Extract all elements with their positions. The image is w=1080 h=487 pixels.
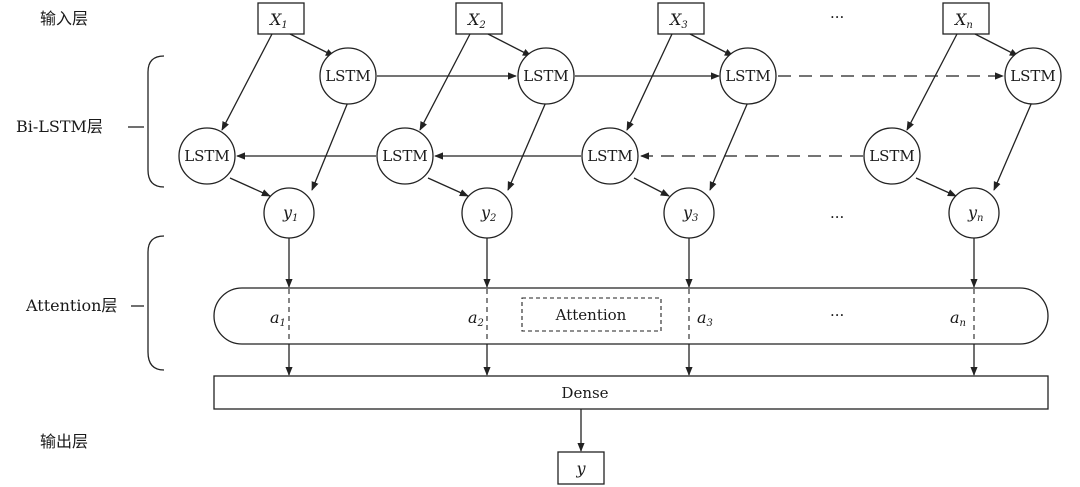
- weight-label-1: a: [270, 308, 280, 327]
- svg-text:yn: yn: [967, 203, 984, 224]
- svg-text:a2: a2: [468, 308, 484, 329]
- svg-text:Xn: Xn: [953, 10, 973, 31]
- edge-x1-forward: [289, 33, 335, 57]
- lstm-forward-2-label: LSTM: [523, 67, 569, 85]
- hidden-sub-3: 3: [692, 213, 698, 224]
- hidden-label-n: y: [967, 203, 978, 222]
- edge-x2-forward: [487, 33, 532, 57]
- input-sub-1: 1: [281, 20, 287, 31]
- lstm-forward-3: LSTM: [719, 47, 777, 105]
- svg-text:y1: y1: [282, 203, 298, 224]
- weight-label-2: a: [468, 308, 478, 327]
- layer-label-bilstm: Bi-LSTM层: [16, 117, 103, 136]
- ellipsis-hidden: ···: [830, 208, 844, 226]
- input-node-1: X1: [257, 2, 305, 35]
- lstm-backward-n-label: LSTM: [869, 147, 915, 165]
- output-label: y: [575, 459, 586, 478]
- edge-xn-backward: [906, 33, 958, 131]
- input-node-2: X2: [455, 2, 503, 35]
- edge-x1-backward: [221, 33, 273, 131]
- bilstm-brace: [147, 55, 165, 188]
- edge-x3-backward: [626, 33, 673, 131]
- attention-inner-label: Attention: [555, 306, 627, 324]
- ellipsis-input: ···: [830, 8, 844, 26]
- hidden-sub-2: 2: [489, 213, 496, 224]
- input-sub-3: 3: [681, 20, 687, 31]
- hidden-label-2: y: [480, 203, 491, 222]
- hidden-node-n: yn: [948, 187, 1000, 239]
- svg-text:an: an: [950, 308, 966, 329]
- svg-text:a1: a1: [270, 308, 286, 329]
- lstm-forward-1-label: LSTM: [325, 67, 371, 85]
- lstm-backward-2-label: LSTM: [382, 147, 428, 165]
- svg-text:X2: X2: [466, 10, 486, 31]
- output-box: [557, 451, 605, 485]
- dense-box: [213, 375, 1049, 410]
- hidden-sub-n: n: [977, 213, 983, 224]
- hidden-node-3: y3: [663, 187, 715, 239]
- svg-text:y3: y3: [682, 203, 698, 224]
- lstm-backward-1: LSTM: [178, 127, 236, 185]
- dense-label: Dense: [561, 384, 608, 402]
- weight-label-n: a: [950, 308, 960, 327]
- lstm-forward-n: LSTM: [1004, 47, 1062, 105]
- weight-sub-1: 1: [280, 318, 286, 329]
- input-node-n: Xn: [942, 2, 990, 35]
- weight-sub-n: n: [960, 318, 966, 329]
- hidden-label-3: y: [682, 203, 693, 222]
- edge-x3-forward: [689, 33, 734, 57]
- ellipsis-attention: ···: [830, 306, 844, 324]
- input-sub-2: 2: [478, 20, 485, 31]
- edge-b2-y2: [427, 177, 469, 197]
- input-label-1: X: [268, 10, 282, 29]
- edge-f2-y2: [507, 101, 547, 191]
- input-label-n: X: [953, 10, 967, 29]
- lstm-forward-2: LSTM: [517, 47, 575, 105]
- hidden-sub-1: 1: [292, 213, 298, 224]
- svg-text:X1: X1: [268, 10, 288, 31]
- edge-f1-y1: [311, 101, 349, 191]
- input-label-2: X: [466, 10, 480, 29]
- lstm-backward-n: LSTM: [863, 127, 921, 185]
- hidden-node-1: y1: [263, 187, 315, 239]
- lstm-forward-1: LSTM: [319, 47, 377, 105]
- lstm-forward-3-label: LSTM: [725, 67, 771, 85]
- hidden-label-1: y: [282, 203, 293, 222]
- lstm-backward-3-label: LSTM: [587, 147, 633, 165]
- weight-sub-2: 2: [477, 318, 484, 329]
- weight-label-3: a: [697, 308, 707, 327]
- hidden-node-2: y2: [461, 187, 513, 239]
- edge-f3-y3: [709, 101, 749, 191]
- edge-b3-y3: [633, 177, 670, 197]
- input-label-3: X: [668, 10, 682, 29]
- svg-text:y2: y2: [480, 203, 496, 224]
- lstm-backward-2: LSTM: [376, 127, 434, 185]
- layer-label-attention: Attention层: [25, 296, 117, 315]
- svg-text:X3: X3: [668, 10, 688, 31]
- edge-xn-forward: [974, 33, 1019, 57]
- attention-brace: [147, 235, 165, 371]
- input-sub-n: n: [966, 20, 972, 31]
- edge-fn-yn: [993, 101, 1033, 191]
- layer-label-input: 输入层: [40, 9, 88, 28]
- lstm-forward-n-label: LSTM: [1010, 67, 1056, 85]
- edge-b1-y1: [229, 177, 271, 197]
- edge-x2-backward: [419, 33, 471, 131]
- input-node-3: X3: [657, 2, 705, 35]
- attention-inner-box: [521, 297, 662, 332]
- layer-label-output: 输出层: [40, 432, 88, 451]
- lstm-backward-1-label: LSTM: [184, 147, 230, 165]
- lstm-backward-3: LSTM: [581, 127, 639, 185]
- weight-sub-3: 3: [707, 318, 713, 329]
- edge-bn-yn: [915, 177, 957, 197]
- svg-text:a3: a3: [697, 308, 713, 329]
